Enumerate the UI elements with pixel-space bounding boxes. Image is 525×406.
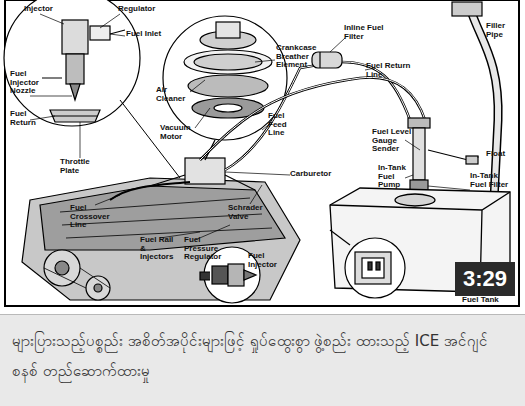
part-label: Regulator: [118, 5, 168, 14]
part-label: Filler Pipe: [486, 22, 514, 39]
part-label: Fuel Injector: [248, 252, 288, 269]
inline-fuel-filter: [312, 52, 342, 68]
part-label: Fuel Crossover Line: [70, 204, 110, 230]
part-label: Fuel Injector Nozzle: [10, 70, 46, 96]
part-label: Float: [486, 150, 516, 159]
part-label: In-Tank Fuel Filter: [470, 172, 510, 189]
part-label: Inline Fuel Filter: [344, 24, 384, 41]
part-label: In-Tank Fuel Pump: [378, 164, 408, 190]
part-label: Crankcase Breather Element: [276, 44, 336, 70]
part-label: Injector: [24, 5, 64, 14]
part-label: Fuel Rail & Injectors: [140, 236, 180, 262]
part-label: Carburetor: [290, 170, 340, 179]
part-label: Fuel Feed Line: [268, 112, 298, 138]
fuel-lines: [110, 62, 425, 200]
part-label: Fuel Inlet: [126, 30, 166, 39]
timestamp-text: 3:29: [463, 266, 507, 292]
part-label: Fuel Tank: [462, 296, 512, 305]
timestamp-box: 3:29: [455, 262, 515, 296]
fuel-tank: [330, 188, 510, 292]
leader-lines: [30, 14, 478, 240]
part-label: Fuel Return Line: [366, 62, 412, 79]
connector-detail: [330, 230, 405, 298]
part-label: Fuel Return: [10, 110, 44, 127]
part-label: Vacuum Motor: [160, 124, 200, 141]
part-label: Schrader Valve: [228, 204, 268, 221]
figure-caption: များပြားသည့်ပစ္စည်း အစိတ်အပိုင်းများဖြင့…: [12, 326, 512, 386]
part-label: Throttle Plate: [60, 158, 100, 175]
injector-detail: [4, 0, 180, 178]
part-label: Air Cleaner: [156, 86, 196, 103]
caption-band: [0, 314, 525, 406]
part-label: Fuel Pressure Regulator: [184, 236, 234, 262]
illustration-frame: [5, 0, 519, 306]
part-label: Fuel Level Gauge Sender: [372, 128, 412, 154]
in-tank-pump: [408, 118, 478, 192]
